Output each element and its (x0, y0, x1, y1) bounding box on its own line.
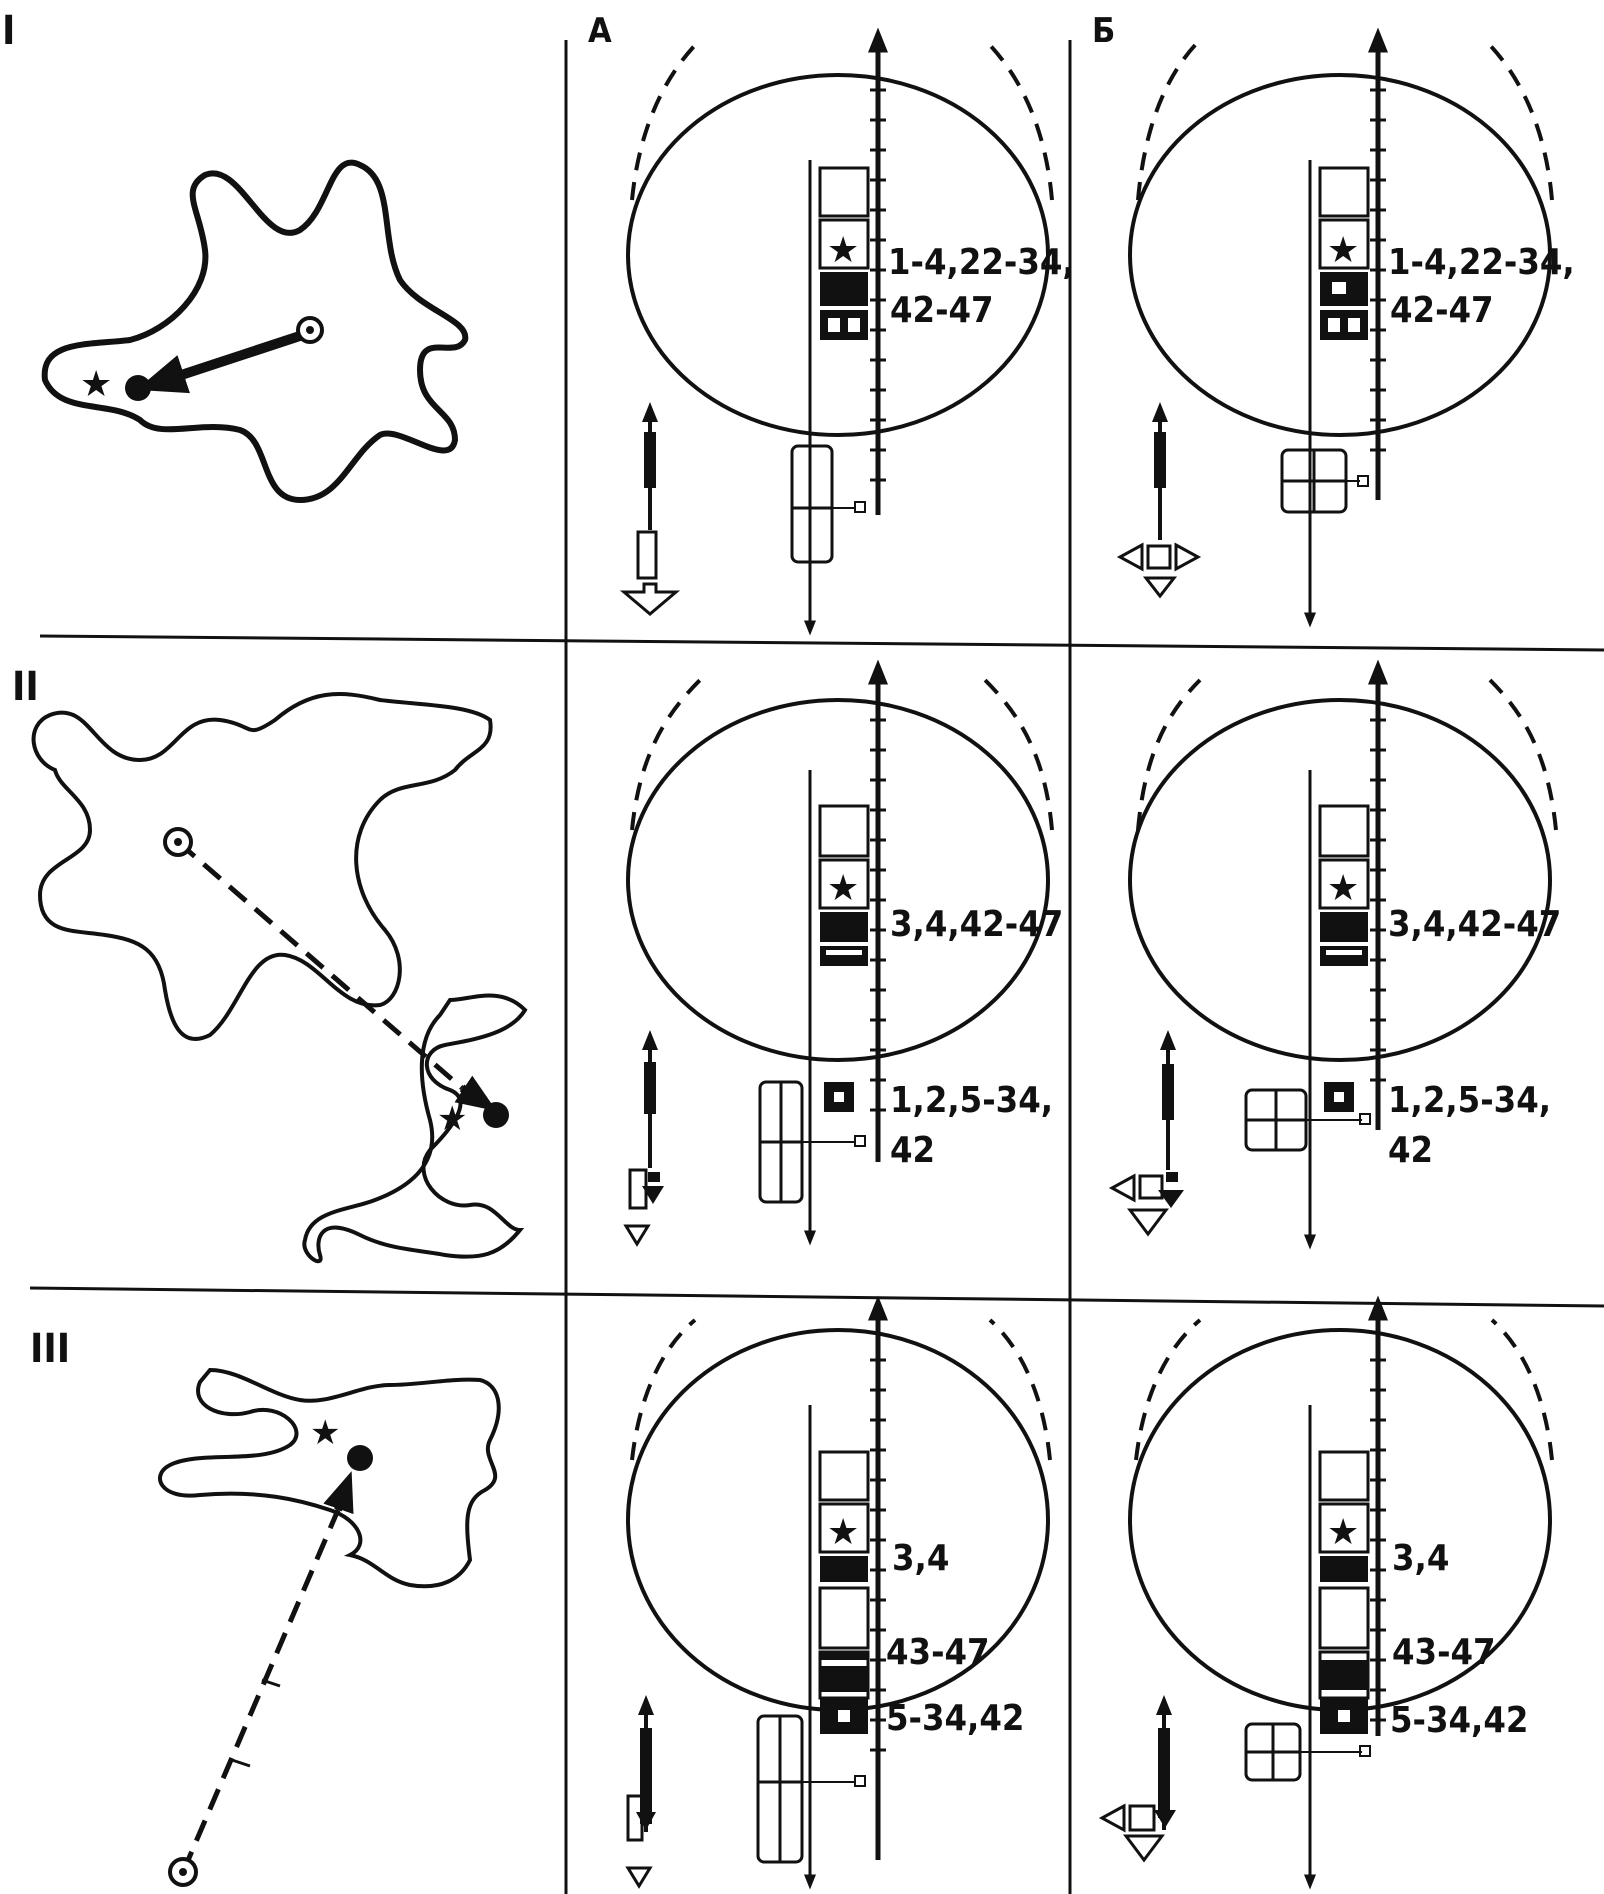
label-1a-1: 1-4,22-34, (888, 242, 1075, 283)
unit-box (818, 218, 870, 270)
star-icon: ★ (310, 1413, 340, 1453)
label-3a-1: 3,4 (892, 1538, 949, 1579)
filled-circle-icon (347, 1445, 373, 1471)
vehicle-outline (790, 444, 834, 564)
row-label-2: II (12, 664, 39, 710)
label-2a-3: 42 (890, 1130, 935, 1171)
map-row-3: ★ (158, 1367, 501, 1887)
map-row-2: ★ (31, 692, 528, 1264)
grid-lines (29, 40, 1604, 1894)
unit-box (818, 166, 870, 218)
panel-2a: ★ 3,4,42-47 1,2,5-34, 42 (623, 659, 1063, 1247)
panel-1a: ★ 1-4,22-34, 42-47 (619, 27, 1075, 636)
filled-circle-icon (125, 375, 151, 401)
coverage-ellipse (1128, 73, 1552, 437)
star-icon: ★ (1327, 1512, 1359, 1553)
label-2b-1: 3,4,42-47 (1388, 904, 1561, 945)
star-icon: ★ (437, 1099, 467, 1139)
label-2a-1: 3,4,42-47 (890, 904, 1063, 945)
terrain-outline-1 (41, 159, 469, 504)
map-row-1: ★ (41, 159, 469, 504)
dashed-route-icon (176, 840, 464, 1090)
label-3b-2: 43-47 (1392, 1632, 1496, 1673)
label-3b-1: 3,4 (1392, 1538, 1449, 1579)
label-1a-2: 42-47 (890, 290, 994, 331)
star-icon: ★ (1327, 868, 1359, 909)
column-label-a: А (588, 11, 612, 51)
filled-circle-icon (483, 1102, 509, 1128)
label-3a-3: 5-34,42 (886, 1698, 1024, 1739)
unit-box-filled (820, 310, 868, 340)
label-2b-2: 1,2,5-34, (1388, 1080, 1551, 1121)
coverage-ellipse (626, 73, 1050, 437)
label-2a-2: 1,2,5-34, (890, 1080, 1053, 1121)
label-1b-1: 1-4,22-34, (1388, 242, 1575, 283)
panel-1b: ★ 1-4,22-34, 42-47 (1116, 27, 1575, 628)
label-2b-3: 42 (1388, 1130, 1433, 1171)
arrow-icon (136, 325, 320, 394)
terrain-outline-2b (302, 993, 528, 1264)
row-label-3: III (30, 1326, 70, 1372)
label-3a-2: 43-47 (886, 1632, 990, 1673)
terrain-outline-2a (31, 692, 493, 1041)
axis-ticks (870, 88, 886, 482)
unit-box-filled (820, 272, 868, 306)
star-icon: ★ (827, 1512, 859, 1553)
row-label-1: I (2, 8, 15, 54)
star-icon: ★ (827, 868, 859, 909)
star-icon: ★ (80, 364, 112, 405)
column-label-b: Б (1092, 11, 1115, 51)
star-icon: ★ (827, 230, 859, 271)
star-icon: ★ (1327, 230, 1359, 271)
panel-3b: ★ 3,4 43-47 5-34,42 (1098, 1295, 1554, 1890)
label-3b-3: 5-34,42 (1390, 1700, 1528, 1741)
terrain-outline-3 (158, 1367, 501, 1589)
panel-3a: ★ 3,4 43-47 5-34,42 (625, 1295, 1052, 1890)
coverage-ellipse (626, 698, 1050, 1062)
dashed-route-icon (180, 1509, 341, 1873)
label-1b-2: 42-47 (1390, 290, 1494, 331)
coverage-ellipse (1128, 698, 1552, 1062)
panel-2b: ★ 3,4,42-47 1,2,5-34, 42 (1108, 659, 1561, 1250)
